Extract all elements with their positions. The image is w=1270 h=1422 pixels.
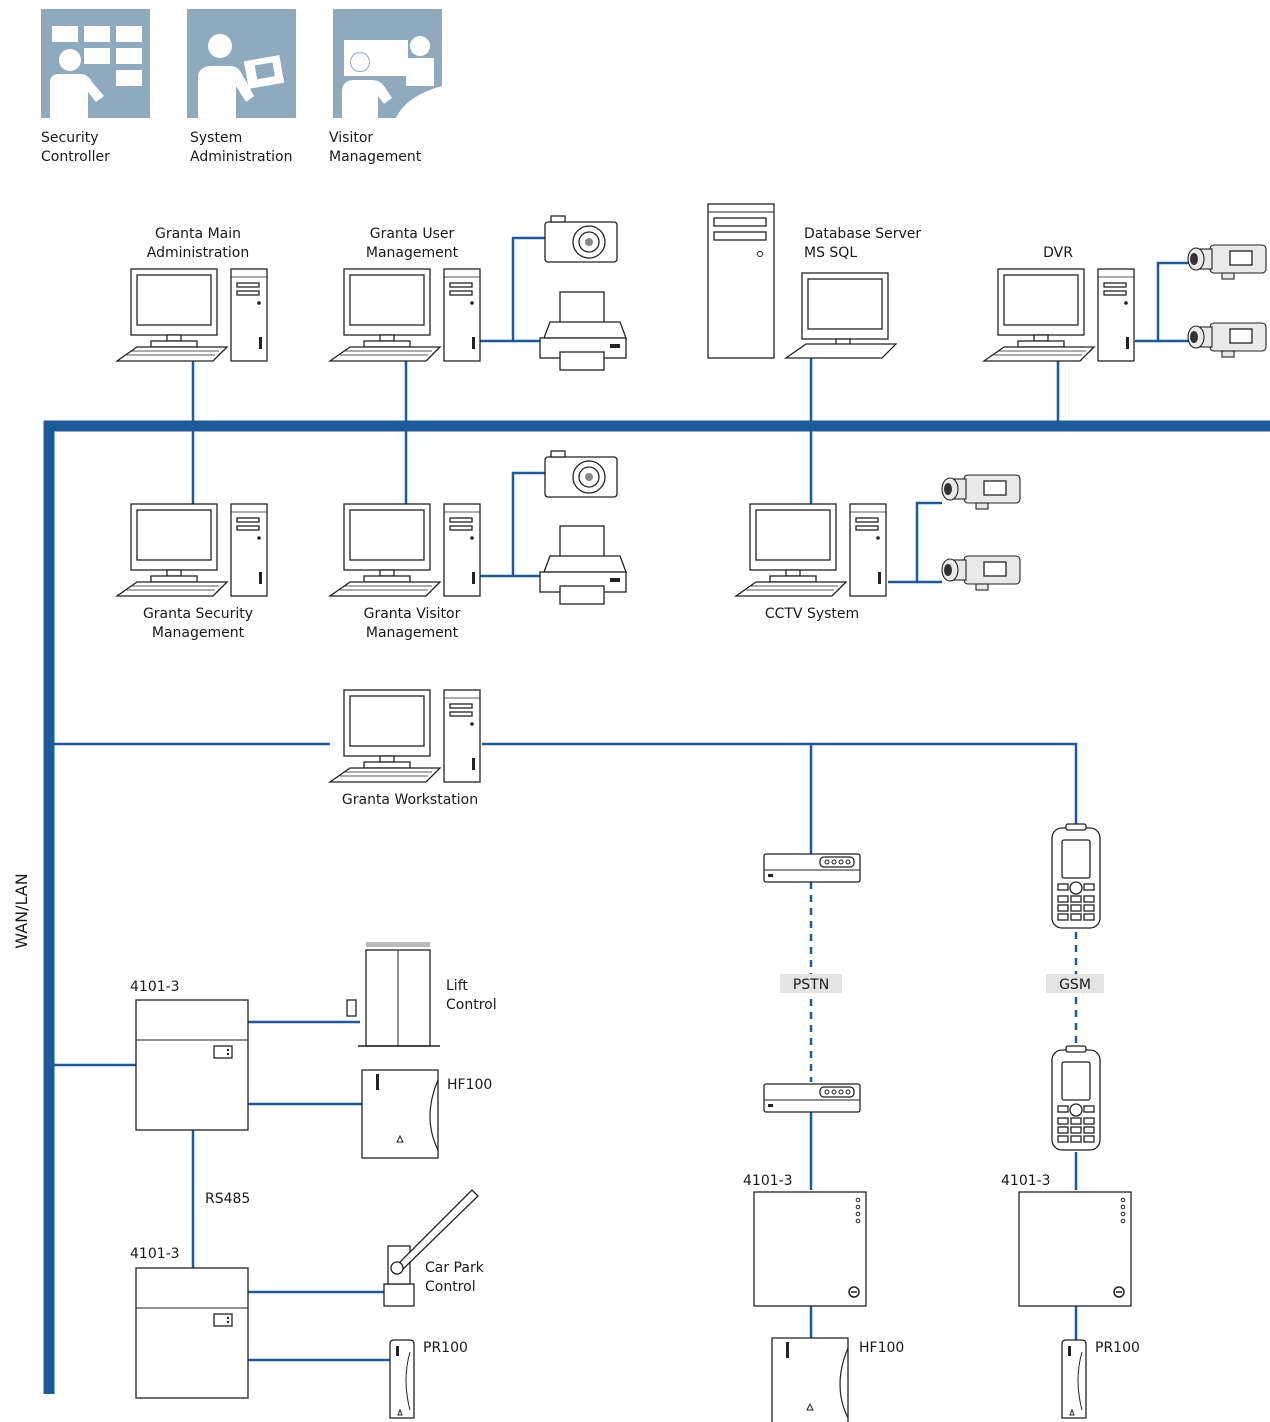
- controller-label: 4101-3: [743, 1173, 793, 1189]
- security-mgmt-computer-icon: [116, 503, 268, 597]
- mobile-phone-icon: [1051, 1045, 1101, 1151]
- role-label-line2: Controller: [41, 149, 110, 165]
- workstation-label: Granta Workstation: [342, 792, 478, 808]
- main-admin-label-line1: Granta Main: [155, 226, 241, 242]
- network-label: WAN/LAN: [12, 873, 31, 948]
- controller-icon: [1018, 1191, 1132, 1307]
- cctv-camera-icon: [941, 555, 1021, 591]
- visitor-mgmt-label-line1: Granta Visitor: [364, 606, 461, 622]
- mobile-phone-icon: [1051, 823, 1101, 929]
- db-server-label-line1: Database Server: [804, 226, 921, 242]
- gsm-tag: [1046, 974, 1104, 993]
- controller-label: 4101-3: [130, 1246, 180, 1262]
- hf100-label: HF100: [447, 1077, 492, 1093]
- security-mgmt-label-line2: Management: [152, 625, 245, 641]
- modem-icon: [763, 853, 861, 883]
- controller-icon: [753, 1191, 867, 1307]
- cctv-camera-icon: [1187, 244, 1267, 280]
- pstn-tag: [780, 974, 842, 993]
- printer-icon: [539, 291, 627, 371]
- user-mgmt-label-line2: Management: [366, 245, 459, 261]
- main-admin-label-line2: Administration: [147, 245, 249, 261]
- role-label-line1: Visitor: [329, 130, 373, 146]
- dvr-computer-icon: [983, 268, 1135, 362]
- workstation-computer-icon: [329, 689, 481, 783]
- lift-icon: [346, 942, 440, 1047]
- rs485-label: RS485: [205, 1191, 250, 1207]
- main-admin-computer-icon: [116, 268, 268, 362]
- user-mgmt-computer-icon: [329, 268, 481, 362]
- role-security-controller: [41, 9, 150, 118]
- lift-label-line2: Control: [446, 997, 497, 1013]
- pr100-label: PR100: [423, 1340, 468, 1356]
- carpark-label-line2: Control: [425, 1279, 476, 1295]
- controller-label: 4101-3: [130, 979, 180, 995]
- hf100-label: HF100: [859, 1340, 904, 1356]
- pstn-label: PSTN: [793, 977, 829, 993]
- carpark-label-line1: Car Park: [425, 1260, 485, 1276]
- car-park-barrier-icon: [383, 1189, 479, 1307]
- printer-icon: [539, 525, 627, 605]
- lift-label-line1: Lift: [446, 978, 468, 994]
- network-lines: [43, 236, 1270, 1394]
- photo-camera-icon: [544, 215, 618, 263]
- db-server-label-line2: MS SQL: [804, 245, 857, 261]
- controller-label: 4101-3: [1001, 1173, 1051, 1189]
- modem-icon: [763, 1083, 861, 1113]
- photo-camera-icon: [544, 450, 618, 498]
- visitor-mgmt-computer-icon: [329, 503, 481, 597]
- role-visitor-management: [333, 9, 442, 118]
- user-mgmt-label-line1: Granta User: [370, 226, 455, 242]
- pr100-label: PR100: [1095, 1340, 1140, 1356]
- cctv-camera-icon: [941, 474, 1021, 510]
- cctv-computer-icon: [735, 503, 887, 597]
- hf100-reader-icon: [771, 1337, 849, 1422]
- dvr-label: DVR: [1043, 245, 1073, 261]
- controller-icon: [135, 1267, 249, 1399]
- role-system-administration: [187, 9, 296, 118]
- hf100-reader-icon: [361, 1069, 439, 1159]
- cctv-camera-icon: [1187, 322, 1267, 358]
- gsm-label: GSM: [1059, 977, 1091, 993]
- role-label-line1: System: [190, 130, 242, 146]
- cctv-label: CCTV System: [765, 606, 859, 622]
- controller-icon: [135, 999, 249, 1131]
- role-label-line2: Management: [329, 149, 422, 165]
- role-label-line1: Security: [41, 130, 99, 146]
- database-server-icon: [707, 203, 898, 359]
- pr100-reader-icon: [389, 1339, 415, 1419]
- security-mgmt-label-line1: Granta Security: [143, 606, 253, 622]
- visitor-mgmt-label-line2: Management: [366, 625, 459, 641]
- pr100-reader-icon: [1061, 1339, 1087, 1419]
- role-label-line2: Administration: [190, 149, 292, 165]
